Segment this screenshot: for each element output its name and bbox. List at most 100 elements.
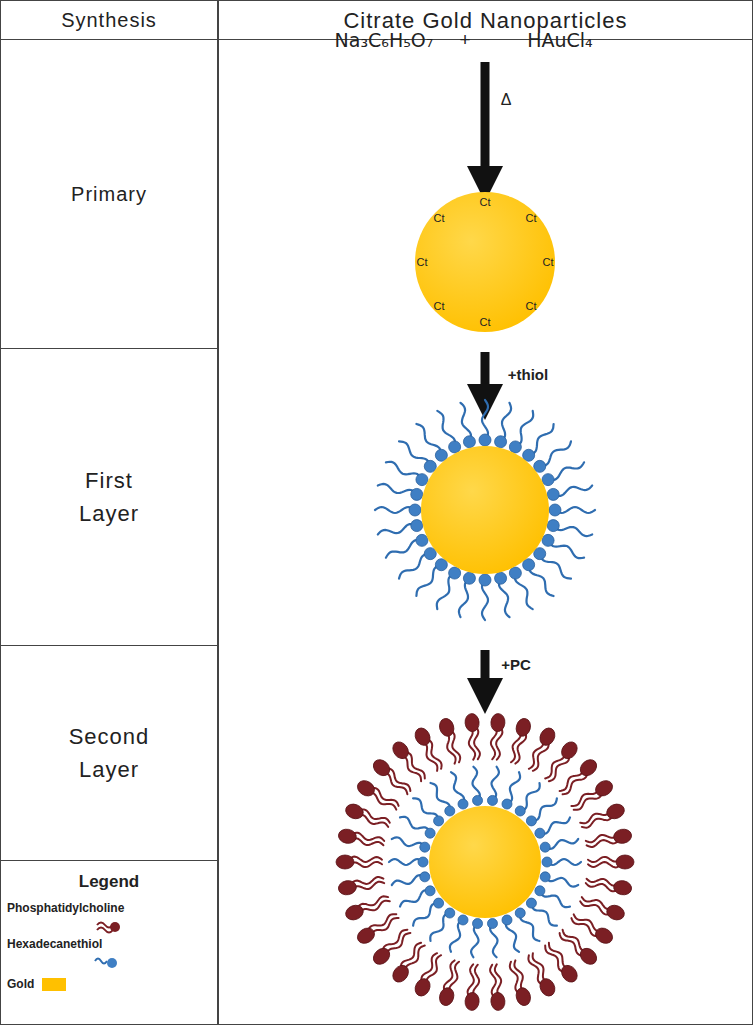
- pc-head: [370, 945, 393, 967]
- thiol-head: [487, 795, 497, 805]
- gold-core: [421, 446, 549, 574]
- pc-head: [344, 802, 366, 822]
- thiol-head: [416, 474, 428, 486]
- thiol-head: [418, 857, 428, 867]
- stage-cell: Primary: [0, 39, 218, 349]
- heat-symbol: Δ: [501, 91, 512, 109]
- gold-core: [429, 806, 541, 918]
- reaction-arrow: [481, 352, 490, 402]
- pc-tail: [510, 962, 520, 994]
- stage-cell: First Layer: [0, 348, 218, 646]
- thiol-head: [449, 567, 461, 579]
- pc-head: [514, 986, 532, 1007]
- thiol-head: [449, 441, 461, 453]
- legend-sample: [91, 953, 121, 973]
- pc-head: [537, 976, 558, 998]
- pc-tail: [586, 883, 618, 891]
- thiol-head: [535, 886, 545, 896]
- citrate-label: Ct: [526, 212, 537, 224]
- reactant-formula: HAuCl₄: [527, 29, 593, 51]
- pc-tail: [427, 739, 442, 769]
- reactant-formula: Na₃C₆H₅O₇: [335, 29, 434, 51]
- pc-tail: [563, 773, 588, 795]
- reagent-label: +thiol: [508, 366, 548, 383]
- pc-head: [612, 879, 632, 896]
- pc-head: [370, 756, 393, 778]
- pc-tail: [571, 788, 599, 806]
- legend-box: LegendPhosphatidylcholineHexadecanethiol…: [0, 860, 218, 1025]
- pc-head: [337, 879, 357, 896]
- pc-head: [558, 739, 580, 762]
- pc-tail: [387, 768, 411, 791]
- thiol-head: [479, 574, 491, 586]
- pc-head: [412, 726, 433, 748]
- reagent-label: +PC: [501, 656, 531, 673]
- thiol-head: [526, 898, 536, 908]
- pc-tail: [383, 930, 408, 952]
- thiol-head: [542, 534, 554, 546]
- pc-tail: [528, 955, 543, 985]
- pc-head: [344, 903, 366, 923]
- pc-head: [390, 962, 412, 985]
- thiol-head: [435, 559, 447, 571]
- thiol-head: [434, 898, 444, 908]
- thiol-head: [411, 488, 423, 500]
- thiol-head: [458, 915, 468, 925]
- pc-head: [490, 992, 506, 1011]
- legend-sample: [91, 917, 121, 937]
- pc-tail: [359, 810, 390, 823]
- thiol-head: [535, 828, 545, 838]
- pc-head: [337, 828, 357, 845]
- citrate-label: Ct: [417, 256, 428, 268]
- pc-head: [605, 903, 627, 923]
- pc-head: [577, 756, 600, 778]
- thiol-head: [515, 806, 525, 816]
- thiol-head: [495, 572, 507, 584]
- thiol-head: [473, 919, 483, 929]
- thiol-head: [542, 857, 552, 867]
- cell-title: Second Layer: [54, 720, 164, 786]
- pc-head: [437, 717, 455, 738]
- pc-head: [605, 802, 627, 822]
- header-cell: Synthesis: [0, 0, 218, 40]
- thiol-head: [409, 504, 421, 516]
- pc-head: [355, 925, 378, 946]
- pc-tail: [549, 755, 569, 781]
- citrate-label: Ct: [480, 196, 491, 208]
- pc-tail: [368, 793, 397, 810]
- pc-tail: [580, 810, 611, 823]
- thiol-head: [540, 842, 550, 852]
- header-cell: Citrate Gold Nanoparticles: [218, 0, 753, 40]
- thiol-head: [435, 449, 447, 461]
- thiol-tail: [95, 959, 107, 964]
- legend-title: Legend: [79, 869, 139, 895]
- thiol-head: [420, 842, 430, 852]
- pc-tail: [451, 730, 461, 762]
- pc-head: [412, 976, 433, 998]
- pc-head: [612, 828, 632, 845]
- pc-tail: [580, 901, 611, 914]
- thiol-head: [502, 915, 512, 925]
- pc-head: [514, 717, 532, 738]
- thiol-head: [540, 872, 550, 882]
- pc-tail: [545, 946, 564, 973]
- reaction-arrow: [481, 62, 490, 184]
- thiol-head: [411, 520, 423, 532]
- thiol-head: [509, 567, 521, 579]
- pc-head: [593, 778, 616, 799]
- thiol-head: [445, 908, 455, 918]
- thiol-head: [542, 474, 554, 486]
- thiol-head: [509, 441, 521, 453]
- pc-tail: [574, 793, 603, 810]
- pc-tail: [352, 833, 384, 841]
- pc-head: [336, 855, 354, 869]
- pc-head: [110, 922, 120, 932]
- thiol-head: [463, 436, 475, 448]
- thiol-head: [495, 436, 507, 448]
- pc-tail: [560, 933, 584, 956]
- thiol-head: [526, 816, 536, 826]
- plus-sign: +: [459, 29, 470, 51]
- pc-tail: [422, 742, 438, 771]
- thiol-head: [479, 434, 491, 446]
- pc-head: [464, 992, 480, 1011]
